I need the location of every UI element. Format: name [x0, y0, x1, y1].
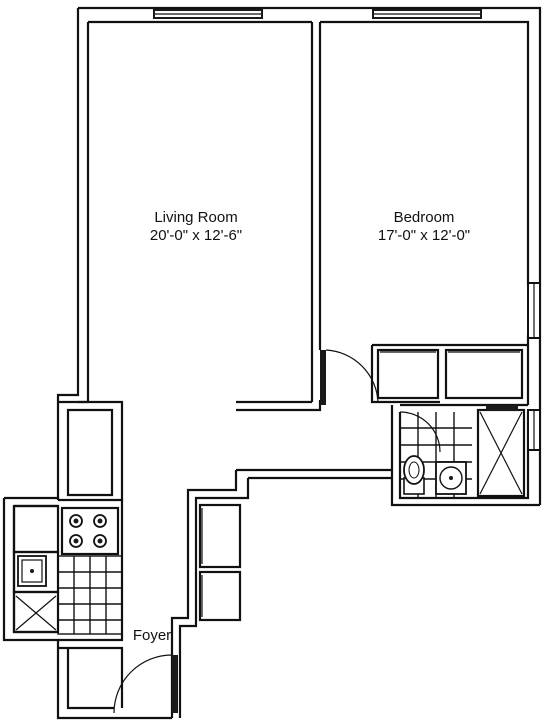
- kitchen-sink: [17, 555, 47, 587]
- bedroom-name: Bedroom: [394, 209, 455, 226]
- dishwasher: [15, 595, 57, 631]
- exterior-walls: [56, 6, 542, 505]
- bedroom-dimensions: 17'-0" x 12'-0": [378, 227, 470, 244]
- toilet: [403, 455, 425, 495]
- bedroom-side-window: [527, 282, 541, 339]
- living-room-lower-walls: [58, 400, 322, 500]
- kitchen: [2, 496, 172, 720]
- foyer-name: Foyer: [133, 627, 171, 644]
- bedroom-door: [320, 349, 379, 405]
- foyer-walls: [170, 468, 392, 718]
- bathroom: [390, 403, 541, 507]
- stove: [60, 506, 120, 556]
- entry-door: [113, 654, 178, 714]
- top-windows: [153, 9, 482, 19]
- living-room-name: Living Room: [154, 209, 237, 226]
- bedroom-closets: [370, 343, 528, 404]
- living-room-dimensions: 20'-0" x 12'-6": [150, 227, 242, 244]
- kitchen-floor-tiles: [57, 555, 123, 635]
- bathroom-sink: [435, 461, 467, 495]
